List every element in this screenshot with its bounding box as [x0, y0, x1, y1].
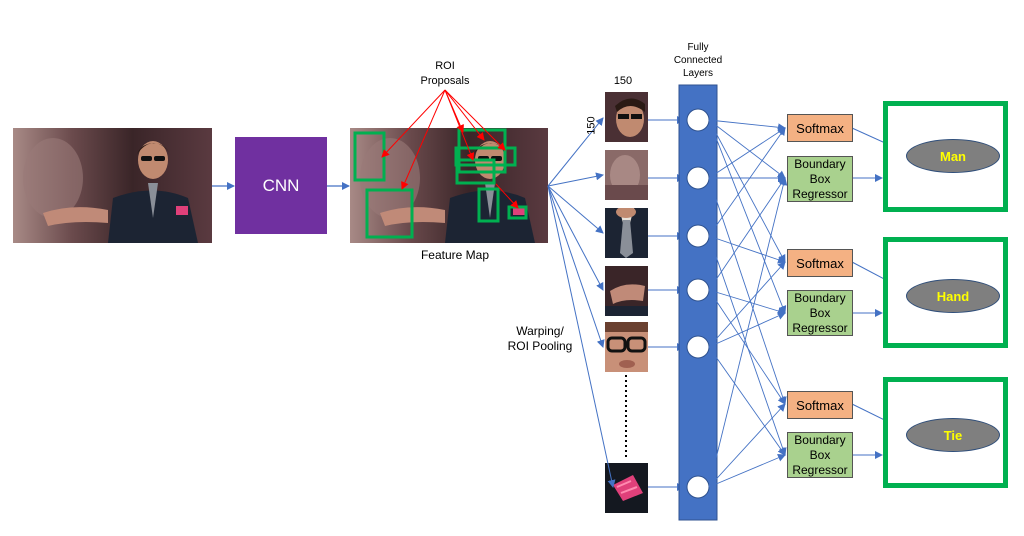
- softmax-label: Softmax: [796, 255, 844, 271]
- feature-map-label: Feature Map: [420, 248, 490, 262]
- crop-to-fc-arrows: [648, 116, 685, 491]
- roi-crop-glasses: [605, 322, 648, 372]
- roi-crop-background: [605, 150, 648, 200]
- output-class-label: Hand: [936, 288, 970, 304]
- bbox-regressor-label: Boundary Box Regressor: [792, 432, 848, 477]
- softmax-box: Softmax: [787, 114, 853, 142]
- warping-label: Warping/ ROI Pooling: [507, 324, 573, 353]
- roi-proposal-arrows: [381, 89, 519, 209]
- roi-proposals-label: ROI Proposals: [420, 60, 470, 87]
- dimension-side-label: 150: [585, 116, 598, 135]
- output-class: Man: [906, 139, 1000, 173]
- roi-crop-pocket-square: [605, 463, 648, 513]
- roi-crop-tie: [605, 208, 648, 258]
- warp-arrows: [547, 117, 616, 488]
- softmax-box: Softmax: [787, 249, 853, 277]
- cnn-label: CNN: [262, 175, 300, 195]
- output-class-label: Man: [940, 148, 966, 164]
- fc-label: Fully Connected Layers: [673, 42, 723, 79]
- output-class-label: Tie: [943, 427, 963, 443]
- dimension-top-label: 150: [613, 75, 633, 87]
- softmax-label: Softmax: [796, 397, 844, 413]
- bbox-regressor-box: Boundary Box Regressor: [787, 156, 853, 202]
- softmax-label: Softmax: [796, 120, 844, 136]
- roi-crop-face: [605, 92, 648, 142]
- input-image: [13, 128, 212, 243]
- fc-to-heads-arrows: [708, 119, 788, 488]
- fully-connected-layer: [678, 84, 718, 521]
- output-class: Hand: [906, 279, 1000, 313]
- roi-proposal-boxes: [353, 128, 528, 239]
- roi-crop-hand: [605, 266, 648, 316]
- bbox-regressor-box: Boundary Box Regressor: [787, 290, 853, 336]
- bbox-regressor-label: Boundary Box Regressor: [792, 156, 848, 201]
- softmax-box: Softmax: [787, 391, 853, 419]
- bbox-regressor-box: Boundary Box Regressor: [787, 432, 853, 478]
- output-class: Tie: [906, 418, 1000, 452]
- cnn-block: CNN: [235, 137, 327, 234]
- bbox-regressor-label: Boundary Box Regressor: [792, 290, 848, 335]
